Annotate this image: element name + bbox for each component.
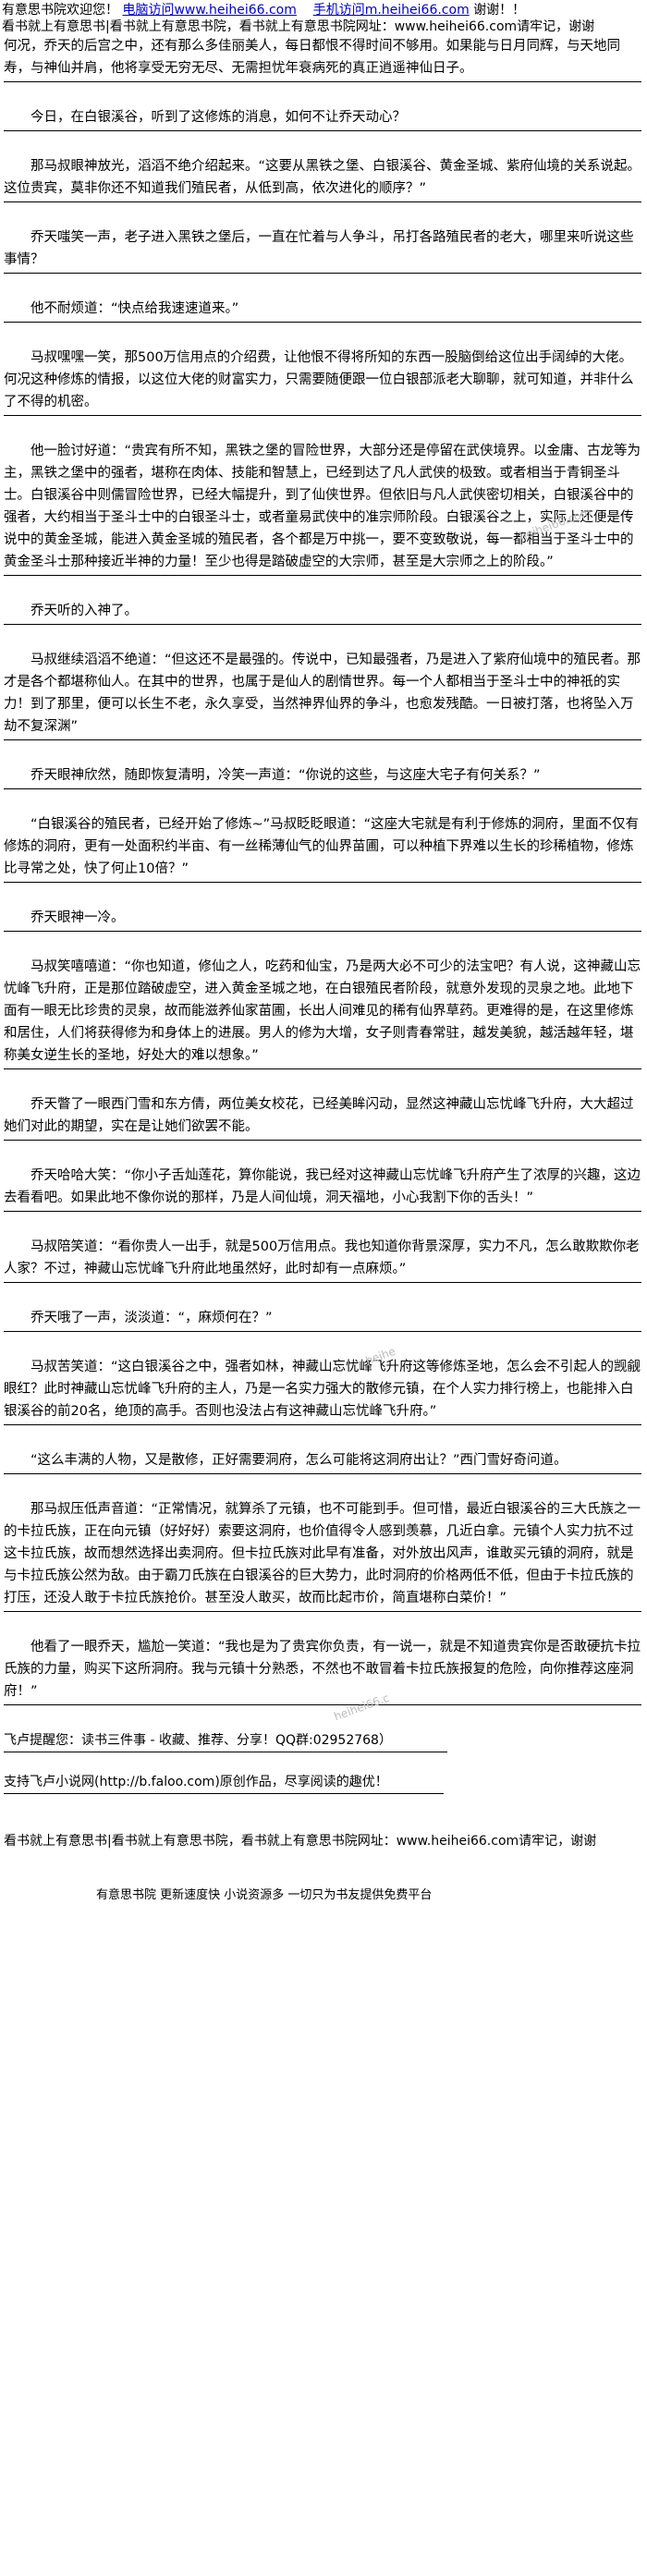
paragraph: 乔天听的入神了。	[4, 600, 641, 625]
paragraph: 何况，乔天的后宫之中，还有那么多佳丽美人，每日都恨不得时间不够用。如果能与日月同…	[4, 35, 641, 82]
paragraph: 马叔继续滔滔不绝道：“但这还不是最强的。传说中，已知最强者，乃是进入了紫府仙境中…	[4, 649, 641, 740]
paragraph: 那马叔压低声音道：“正常情况，就算杀了元镇，也不可能到手。但可惜，最近白银溪谷的…	[4, 1498, 641, 1612]
paragraph: 马叔陪笑道：“看你贵人一出手，就是500万信用点。我也知道你背景深厚，实力不凡，…	[4, 1236, 641, 1283]
paragraph: 马叔笑嘻嘻道：“你也知道，修仙之人，吃药和仙宝，乃是两大必不可少的法宝吧？有人说…	[4, 956, 641, 1069]
paragraph: 今日，在白银溪谷，听到了这修炼的消息，如何不让乔天动心？	[4, 106, 641, 131]
promo-faloo-support[interactable]: 支持飞卢小说网(http://b.faloo.com)原创作品，尽享阅读的趣优！	[4, 1771, 444, 1794]
header-thanks-text: 谢谢！！	[473, 3, 526, 18]
promo-reading-tips: 飞卢提醒您：读书三件事 - 收藏、推荐、分享！QQ群:02952768）	[4, 1729, 447, 1752]
paragraph: 他看了一眼乔天，尴尬一笑道：“我也是为了贵宾你负责，有一说一，就是不知道贵宾你是…	[4, 1636, 641, 1705]
paragraph: “这么丰满的人物，又是散修，正好需要洞府，怎么可能将这洞府出让？”西门雪好奇问道…	[4, 1449, 641, 1474]
paragraph: 那马叔眼神放光，滔滔不绝介绍起来。“这要从黑铁之堡、白银溪谷、黄金圣城、紫府仙境…	[4, 155, 641, 202]
mobile-site-link[interactable]: 手机访问m.heihei66.com	[312, 3, 470, 18]
paragraph: 他一脸讨好道：“贵宾有所不知，黑铁之堡的冒险世界，大部分还是停留在武侠境界。以金…	[4, 440, 641, 576]
pc-site-link[interactable]: 电脑访问www.heihei66.com	[122, 3, 297, 18]
site-tagline: 有意思书院 更新速度快 小说资源多 一切只为书友提供免费平台	[96, 1888, 433, 1902]
footer-notice: 看书就上有意思书|看书就上有意思书院，看书就上有意思书院网址：www.heihe…	[4, 1834, 597, 1849]
paragraph: 马叔嘿嘿一笑，那500万信用点的介绍费，让他恨不得将所知的东西一股脑倒给这位出手…	[4, 347, 641, 416]
site-header-notice: 有意思书院欢迎您！ 电脑访问www.heihei66.com 手机访问m.hei…	[2, 2, 645, 35]
paragraph: 乔天眼神欣然，随即恢复清明，冷笑一声道：“你说的这些，与这座大宅子有何关系？”	[4, 764, 641, 789]
paragraph: 乔天瞥了一眼西门雪和东方倩，两位美女校花，已经美眸闪动，显然这神藏山忘忧峰飞升府…	[4, 1093, 641, 1141]
header-line-1: 有意思书院欢迎您！ 电脑访问www.heihei66.com 手机访问m.hei…	[2, 2, 645, 18]
paragraph: 乔天眼神一冷。	[4, 907, 641, 932]
paragraph: 乔天哦了一声，淡淡道：“，麻烦何在？”	[4, 1307, 641, 1332]
paragraph: 乔天哈哈大笑：“你小子舌灿莲花，算你能说，我已经对这神藏山忘忧峰飞升府产生了浓厚…	[4, 1165, 641, 1212]
faloo-link[interactable]: 支持飞卢小说网(http://b.faloo.com)原创作品，尽享阅读的趣优！	[4, 1775, 388, 1789]
paragraph: 乔天嗤笑一声，老子进入黑铁之堡后，一直在忙着与人争斗，吊打各路殖民者的老大，哪里…	[4, 226, 641, 274]
paragraph: “白银溪谷的殖民者，已经开始了修炼~”马叔眨眨眼道：“这座大宅就是有利于修炼的洞…	[4, 813, 641, 883]
paragraph: 他不耐烦道：“快点给我速速道来。”	[4, 298, 641, 323]
paragraph: 马叔苦笑道：“这白银溪谷之中，强者如林，神藏山忘忧峰飞升府这等修炼圣地，怎么会不…	[4, 1356, 641, 1425]
promo-block: 飞卢提醒您：读书三件事 - 收藏、推荐、分享！QQ群:02952768） 支持飞…	[4, 1729, 641, 1813]
header-welcome-text: 有意思书院欢迎您！	[2, 3, 118, 18]
chapter-content: 何况，乔天的后宫之中，还有那么多佳丽美人，每日都恨不得时间不够用。如果能与日月同…	[4, 35, 641, 1905]
header-line-2: 看书就上有意思书|看书就上有意思书院，看书就上有意思书院网址：www.heihe…	[2, 19, 595, 34]
